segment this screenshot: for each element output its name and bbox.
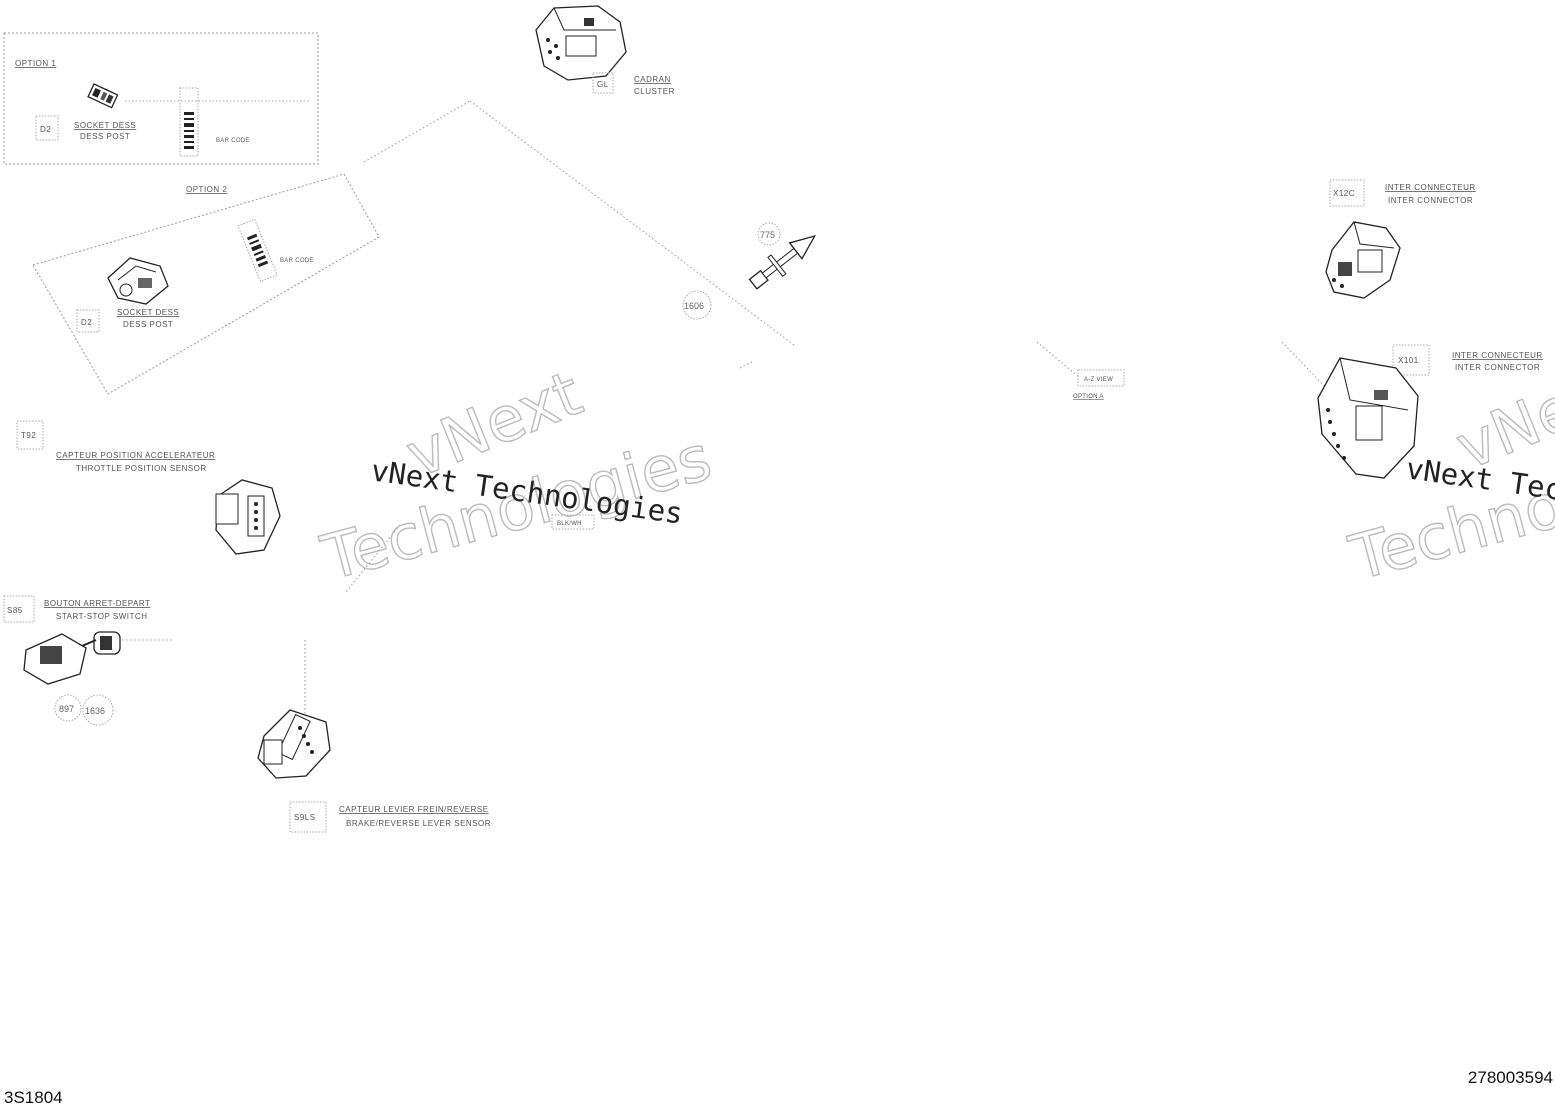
mid-tag-group: BLK/WH — [551, 514, 595, 530]
bar-code-label-2 — [237, 218, 278, 283]
option-2-code: D2 — [81, 318, 92, 327]
throttle-sensor-group: T92 CAPTEUR POSITION ACCELERATEUR THROTT… — [16, 420, 281, 555]
callout-775-circle — [757, 222, 781, 246]
option-1-label-fr: SOCKET DESS — [74, 121, 136, 130]
inter-b-label-en: INTER CONNECTOR — [1455, 363, 1540, 372]
option-2-label-fr: SOCKET DESS — [117, 308, 179, 317]
inter-b-connector-icon — [1317, 357, 1419, 479]
lever-sensor-group: S9LS CAPTEUR LEVIER FREIN/REVERSE BRAKE/… — [257, 709, 491, 833]
option-1-code-box — [35, 115, 59, 141]
option-1-frame — [3, 32, 319, 165]
fuse-icon — [748, 235, 817, 290]
view-ref-group: A-Z VIEW OPTION A — [1073, 369, 1125, 400]
start-stop-label-en: START-STOP SWITCH — [56, 612, 147, 621]
bar-code-text-1: BAR CODE — [216, 138, 250, 144]
callout-775: 775 — [760, 230, 775, 240]
start-stop-code: S85 — [7, 606, 23, 615]
fuse-part-group: 775 1606 — [682, 222, 817, 320]
option-2-group: OPTION 2 D2 SOCKET DESS DESS POST BAR CO… — [32, 173, 380, 395]
view-ref-line1: A-Z VIEW — [1084, 377, 1113, 383]
mid-tag-box — [551, 514, 595, 530]
bar-code-label-1 — [179, 87, 199, 157]
start-stop-label-fr: BOUTON ARRET-DEPART — [44, 599, 150, 608]
cluster-code: GL — [597, 80, 609, 89]
inter-connector-a-group: X12C INTER CONNECTEUR INTER CONNECTOR — [1325, 179, 1476, 299]
figure-code-left: 3S1804 — [4, 1088, 63, 1107]
view-ref-box — [1077, 369, 1125, 387]
cluster-group: GL CADRAN CLUSTER — [535, 5, 675, 96]
lever-sensor-icon — [257, 709, 331, 779]
throttle-label-en: THROTTLE POSITION SENSOR — [76, 464, 207, 473]
cluster-label-en: CLUSTER — [634, 87, 675, 96]
option-2-title: OPTION 2 — [186, 185, 227, 194]
inter-a-code: X12C — [1333, 189, 1355, 198]
throttle-code: T92 — [21, 431, 36, 440]
option-1-code: D2 — [40, 125, 51, 134]
cluster-connector-icon — [535, 5, 627, 81]
start-stop-switch-icon — [23, 631, 121, 685]
inter-b-label-fr: INTER CONNECTEUR — [1452, 351, 1543, 360]
inter-connector-b-group: X101 INTER CONNECTEUR INTER CONNECTOR — [1317, 344, 1543, 479]
cluster-code-box — [592, 72, 614, 94]
inter-a-connector-icon — [1325, 221, 1401, 299]
callout-1606-circle — [682, 290, 712, 320]
option-1-label-en: DESS POST — [80, 132, 130, 141]
watermark-center: vNext Technologies vNext Technologies — [313, 356, 719, 596]
view-ref-line2: OPTION A — [1073, 394, 1104, 400]
inter-a-label-en: INTER CONNECTOR — [1388, 196, 1473, 205]
callout-897: 897 — [59, 704, 74, 714]
leader-lines — [122, 100, 1331, 730]
inter-b-code-box — [1392, 344, 1430, 376]
option-2-label-en: DESS POST — [123, 320, 173, 329]
inter-b-code: X101 — [1398, 356, 1419, 365]
inter-a-label-fr: INTER CONNECTEUR — [1385, 183, 1476, 192]
mid-tag-text: BLK/WH — [557, 521, 582, 527]
option-2-code-box — [76, 309, 100, 333]
option-1-group: OPTION 1 D2 SOCKET DESS DESS POST BAR CO… — [3, 32, 319, 165]
option-2-frame — [32, 173, 380, 395]
throttle-label-fr: CAPTEUR POSITION ACCELERATEUR — [56, 451, 215, 460]
cluster-label-fr: CADRAN — [634, 75, 671, 84]
figure-code-right: 278003594 — [1467, 1068, 1553, 1087]
lever-code: S9LS — [294, 813, 316, 822]
start-stop-group: S85 BOUTON ARRET-DEPART START-STOP SWITC… — [3, 595, 150, 726]
callout-897-circle — [54, 694, 82, 722]
throttle-code-box — [16, 420, 44, 450]
lever-label-en: BRAKE/REVERSE LEVER SENSOR — [346, 819, 491, 828]
option-1-title: OPTION 1 — [15, 59, 56, 68]
throttle-sensor-icon — [215, 479, 281, 555]
dess-socket-icon — [87, 83, 119, 109]
start-stop-code-box — [3, 595, 35, 623]
dess-post-icon — [107, 257, 169, 305]
bar-code-text-2: BAR CODE — [280, 258, 314, 264]
callout-1636-circle — [82, 694, 114, 726]
callout-1606: 1606 — [684, 301, 704, 311]
lever-code-box — [289, 801, 327, 833]
callout-1636: 1636 — [85, 706, 105, 716]
lever-label-fr: CAPTEUR LEVIER FREIN/REVERSE — [339, 805, 489, 814]
